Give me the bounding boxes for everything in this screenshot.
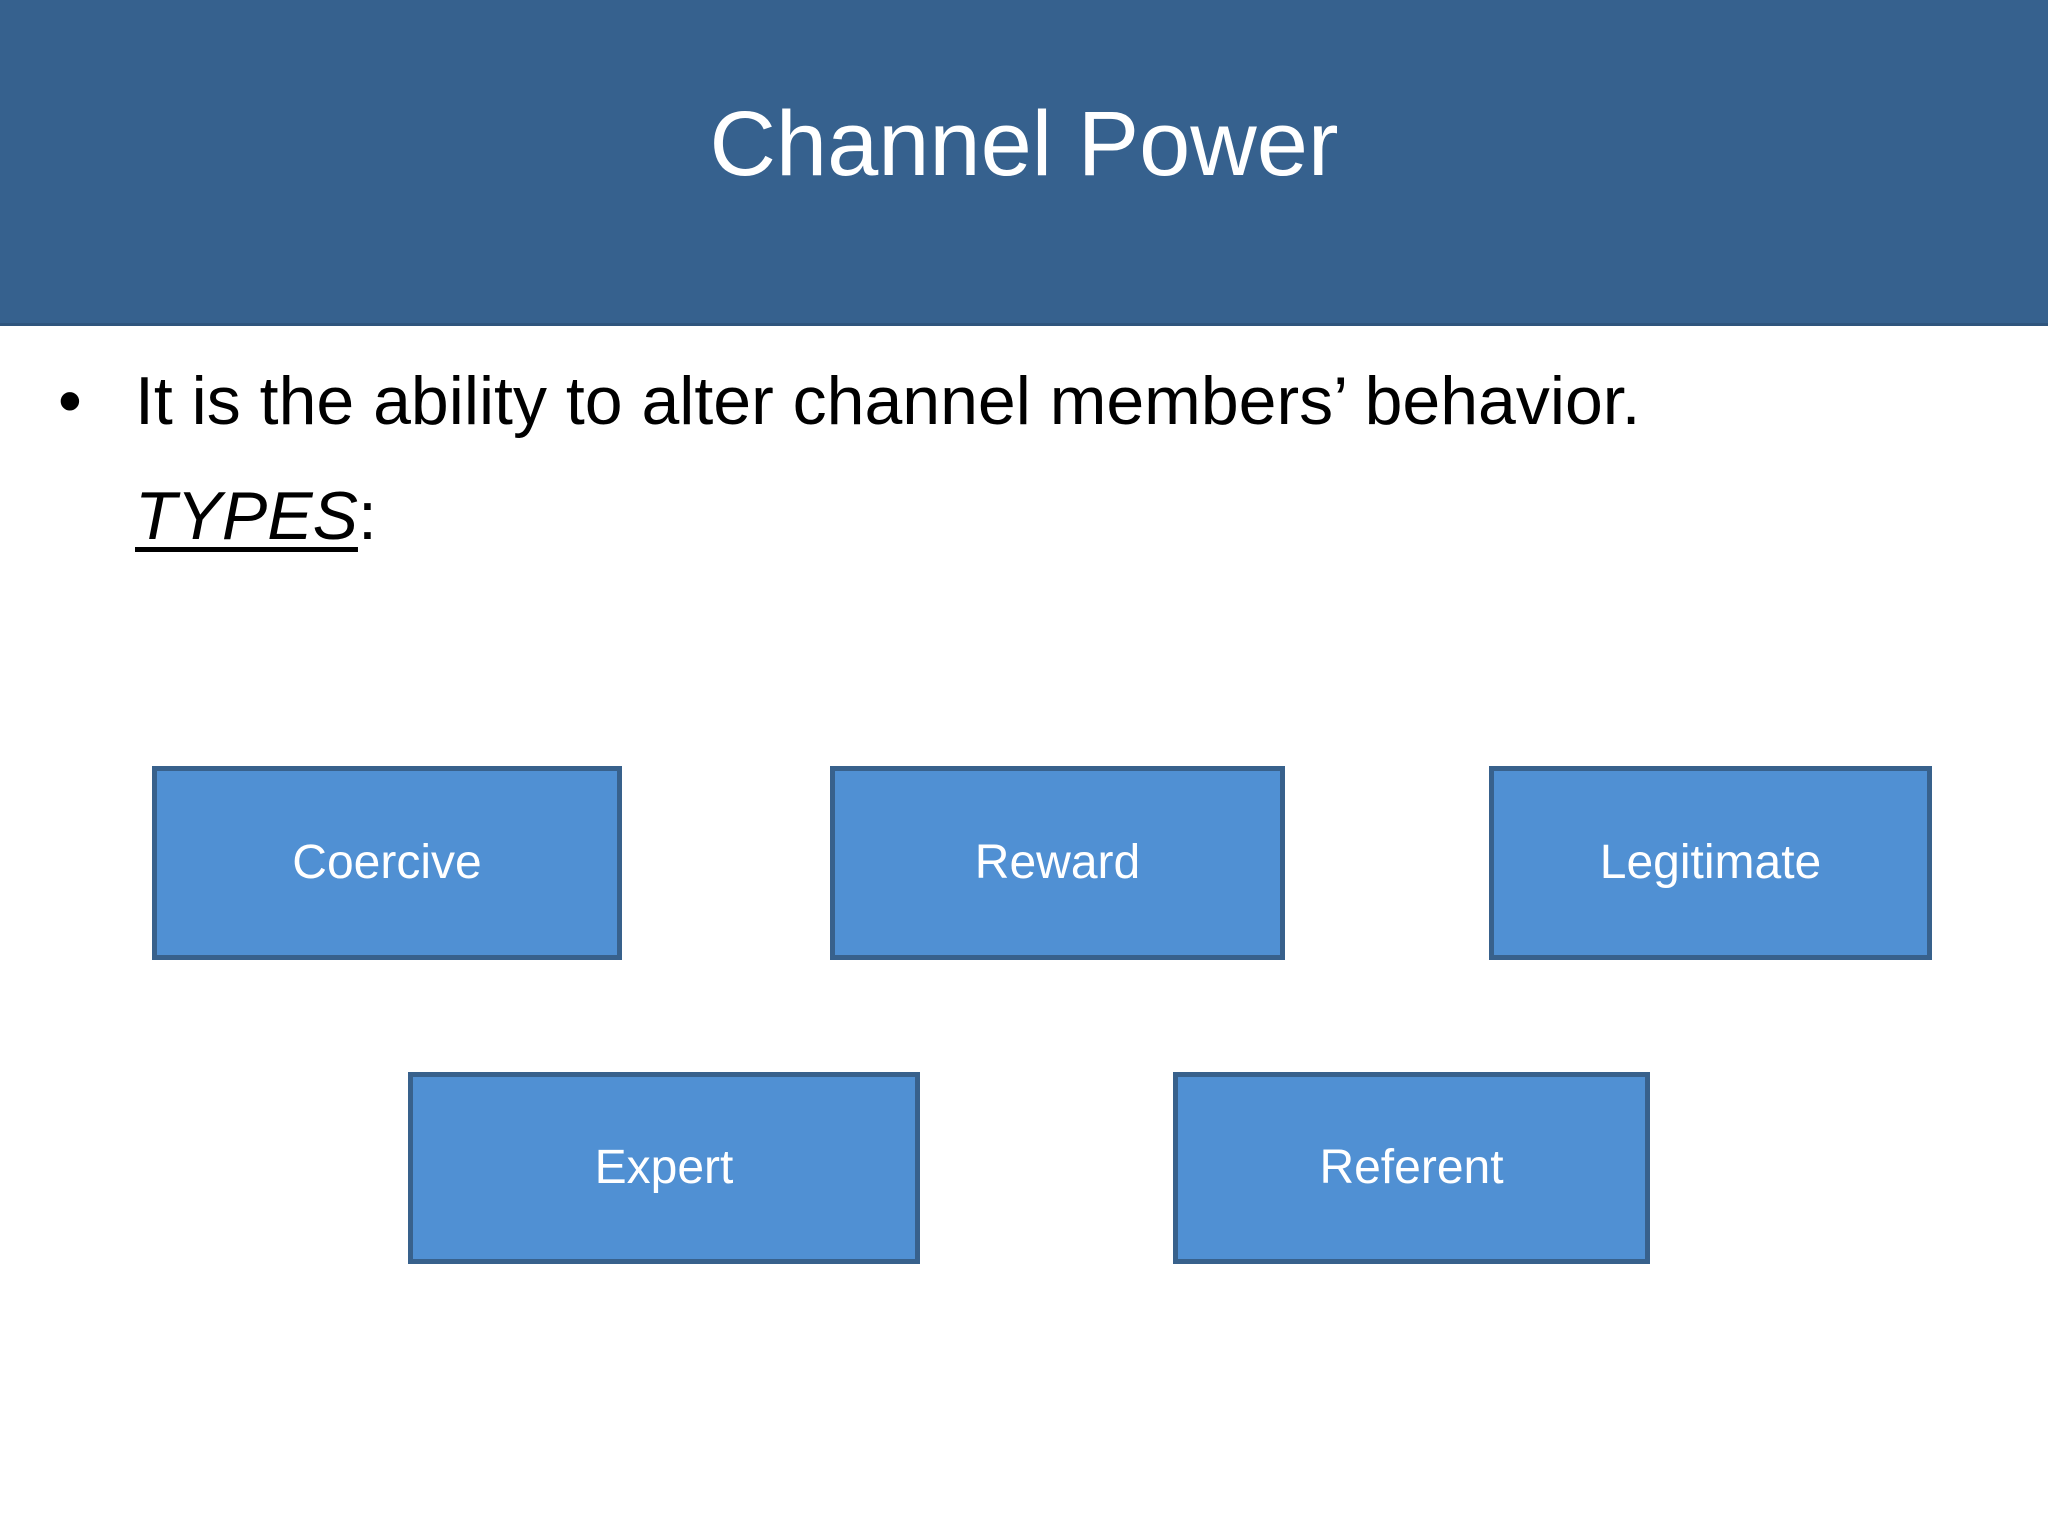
power-type-label: Legitimate xyxy=(1599,835,1822,889)
power-type-box-reward[interactable]: Reward xyxy=(830,766,1285,960)
types-heading: TYPES: xyxy=(0,475,2048,558)
power-type-box-expert[interactable]: Expert xyxy=(408,1072,920,1264)
power-type-box-referent[interactable]: Referent xyxy=(1173,1072,1650,1264)
power-type-label: Expert xyxy=(594,1140,734,1194)
power-type-label: Coercive xyxy=(292,835,482,889)
types-colon: : xyxy=(357,477,377,554)
power-type-box-legitimate[interactable]: Legitimate xyxy=(1489,766,1932,960)
bullet-list-item: • It is the ability to alter channel mem… xyxy=(0,360,2048,443)
power-type-box-coercive[interactable]: Coercive xyxy=(152,766,622,960)
slide-body: • It is the ability to alter channel mem… xyxy=(0,360,2048,558)
types-label: TYPES xyxy=(135,477,358,554)
bullet-marker-icon: • xyxy=(58,363,82,439)
title-banner: Channel Power xyxy=(0,0,2048,326)
slide-title: Channel Power xyxy=(709,93,1339,195)
bullet-item-text: It is the ability to alter channel membe… xyxy=(135,363,1641,439)
power-type-label: Reward xyxy=(974,835,1141,889)
power-type-label: Referent xyxy=(1319,1140,1504,1194)
